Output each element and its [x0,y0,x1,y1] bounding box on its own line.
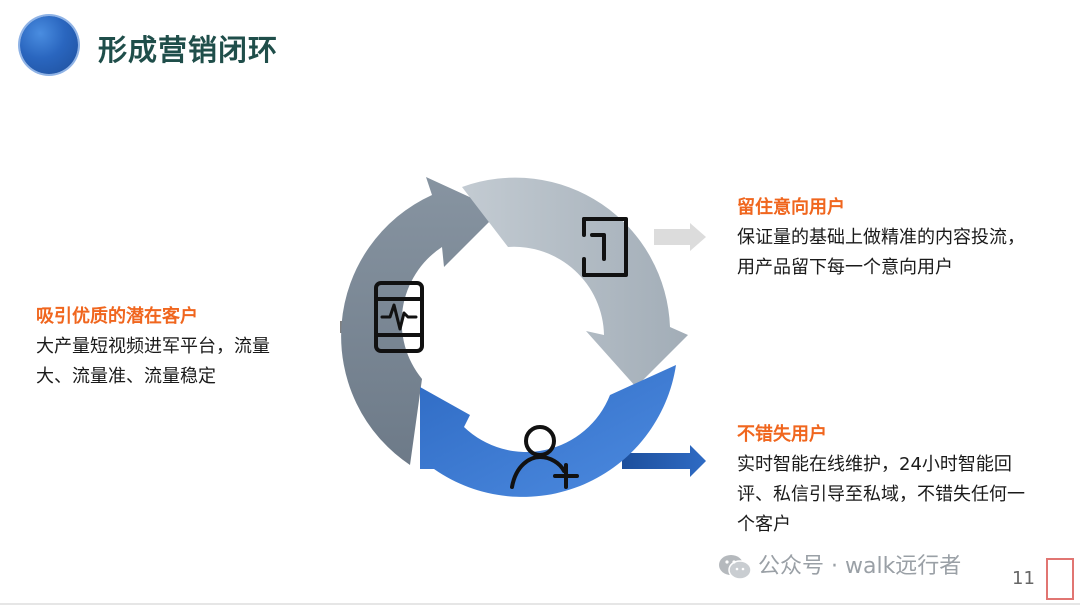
tablet-pulse-icon [374,281,424,353]
top-right-pointer-arrow [654,223,706,251]
ring-segment-bottom [420,365,676,497]
heading-no-miss: 不错失用户 [737,424,827,445]
marketing-cycle-diagram [340,177,706,497]
ring-segment-left [341,177,500,465]
text-block-no-miss: 不错失用户 实时智能在线维护，24小时智能回评、私信引导至私域，不错失任何一个客… [737,420,1037,540]
ring-segment-top-right [462,177,688,387]
bottom-divider [0,603,1080,605]
footer-watermark: 公众号 · walk远行者 [718,548,961,581]
text-block-retain: 留住意向用户 保证量的基础上做精准的内容投流，用产品留下每一个意向用户 [737,193,1037,283]
body-attract: 大产量短视频进军平台，流量大、流量准、流量稳定 [36,336,270,387]
exit-door-icon [582,217,628,277]
page-title: 形成营销闭环 [98,33,279,67]
heading-attract: 吸引优质的潜在客户 [36,306,198,327]
body-no-miss: 实时智能在线维护，24小时智能回评、私信引导至私域，不错失任何一个客户 [737,454,1025,535]
body-retain: 保证量的基础上做精准的内容投流，用产品留下每一个意向用户 [737,227,1025,278]
wechat-icon [719,555,752,580]
bottom-right-pointer-arrow [622,445,706,477]
heading-retain: 留住意向用户 [737,197,845,218]
add-user-icon [510,425,579,489]
footer-text: 公众号 · walk远行者 [758,554,962,579]
seal-stamp-icon [1046,558,1074,600]
title-bullet-icon [20,16,78,74]
text-block-attract: 吸引优质的潜在客户 大产量短视频进军平台，流量大、流量准、流量稳定 [36,302,298,392]
page-number: 11 [1012,568,1035,589]
